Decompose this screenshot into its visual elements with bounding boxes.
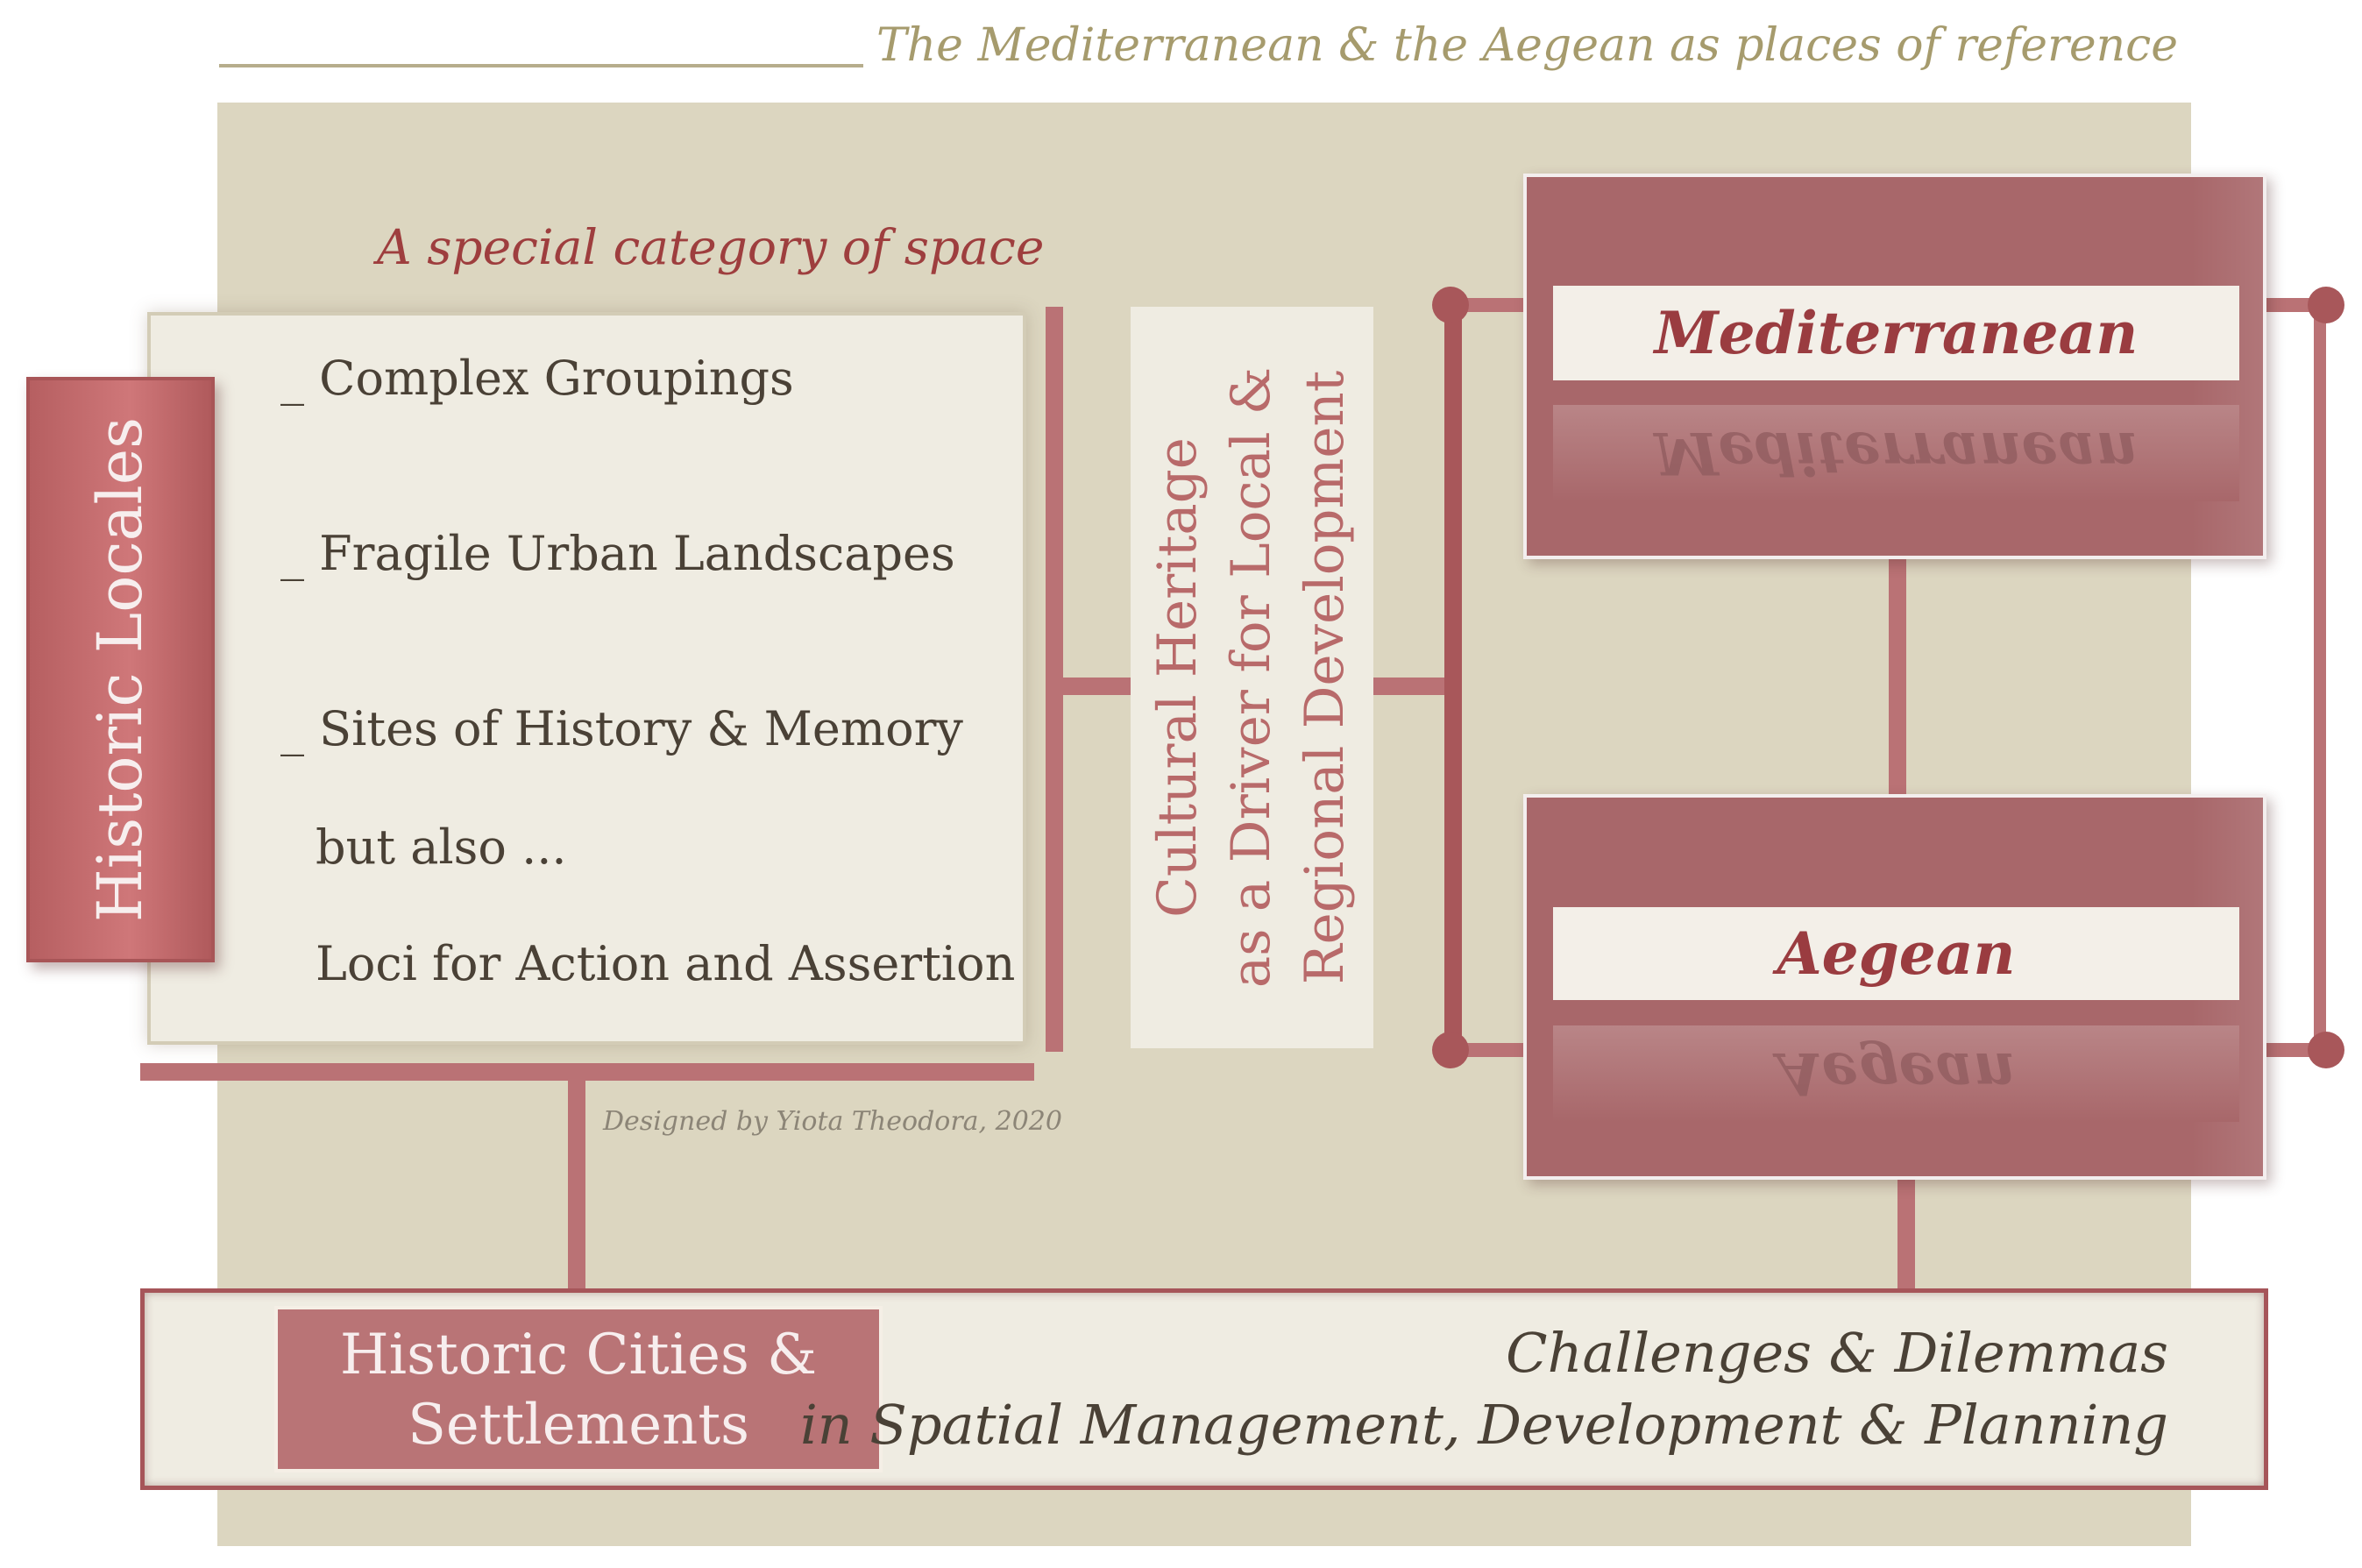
list-item-but-also: but also ... <box>316 819 567 875</box>
mediterranean-reflection-text: Mediterranean <box>1654 419 2139 487</box>
list-item-fragile-urban-landscapes: _ Fragile Urban Landscapes <box>280 526 955 581</box>
historic-locales-tab <box>26 377 215 962</box>
connector-right-bottom <box>2265 1043 2317 1057</box>
cultural-heritage-label: Cultural Heritage as a Driver for Local … <box>1141 367 1362 988</box>
cultural-heritage-line-3: Regional Development <box>1294 370 1356 985</box>
historic-cities-box: Historic Cities & Settlements <box>274 1306 883 1472</box>
connector-regions-right-vertical <box>2314 304 2326 1051</box>
challenges-line-2: in Spatial Management, Development & Pla… <box>799 1393 2168 1457</box>
diagram-title: The Mediterranean & the Aegean as places… <box>876 19 2178 72</box>
mediterranean-label: Mediterranean <box>1553 286 2239 380</box>
characteristics-box <box>147 312 1026 1045</box>
aegean-label: Aegean <box>1553 907 2239 1000</box>
historic-locales-label: Historic Locales <box>84 416 156 923</box>
designer-credit: Designed by Yiota Theodora, 2020 <box>603 1106 1062 1137</box>
list-item-sites-of-history: _ Sites of History & Memory <box>280 701 963 756</box>
connector-dot-top-right <box>2308 287 2344 323</box>
connector-right-top <box>2265 298 2317 312</box>
special-category-heading: A special category of space <box>377 219 1045 275</box>
cultural-heritage-line-2: as a Driver for Local & <box>1220 366 1282 989</box>
connector-to-aegean <box>1453 1043 1523 1057</box>
connector-aegean-to-banner <box>1897 1177 1915 1288</box>
cultural-heritage-box <box>1131 307 1373 1048</box>
list-item-complex-groupings: _ Complex Groupings <box>280 351 794 406</box>
historic-cities-line-1: Historic Cities & <box>339 1323 818 1387</box>
connector-dot-bottom-right <box>2308 1032 2344 1068</box>
historic-cities-line-2: Settlements <box>408 1393 749 1458</box>
aegean-reflection: Aegean <box>1553 1025 2239 1122</box>
list-item-loci-for-action: Loci for Action and Assertion <box>316 936 1016 991</box>
connector-heritage-to-regions <box>1373 678 1452 695</box>
cultural-heritage-line-1: Cultural Heritage <box>1146 437 1209 918</box>
header-rule <box>219 64 863 67</box>
connector-dot-top-left <box>1432 287 1469 323</box>
mediterranean-reflection: Mediterranean <box>1553 405 2239 501</box>
challenges-line-1: Challenges & Dilemmas <box>1506 1321 2168 1385</box>
connector-list-to-heritage <box>1054 678 1131 695</box>
connector-under-list <box>140 1063 1034 1081</box>
aegean-reflection-text: Aegean <box>1777 1039 2016 1108</box>
connector-mediterranean-to-aegean <box>1889 557 1906 796</box>
challenges-text: Challenges & Dilemmas in Spatial Managem… <box>800 1317 2168 1461</box>
connector-list-to-cities <box>568 1072 585 1288</box>
connector-to-mediterranean <box>1453 298 1523 312</box>
connector-regions-left-vertical <box>1444 304 1462 1051</box>
connector-dot-bottom-left <box>1432 1032 1469 1068</box>
